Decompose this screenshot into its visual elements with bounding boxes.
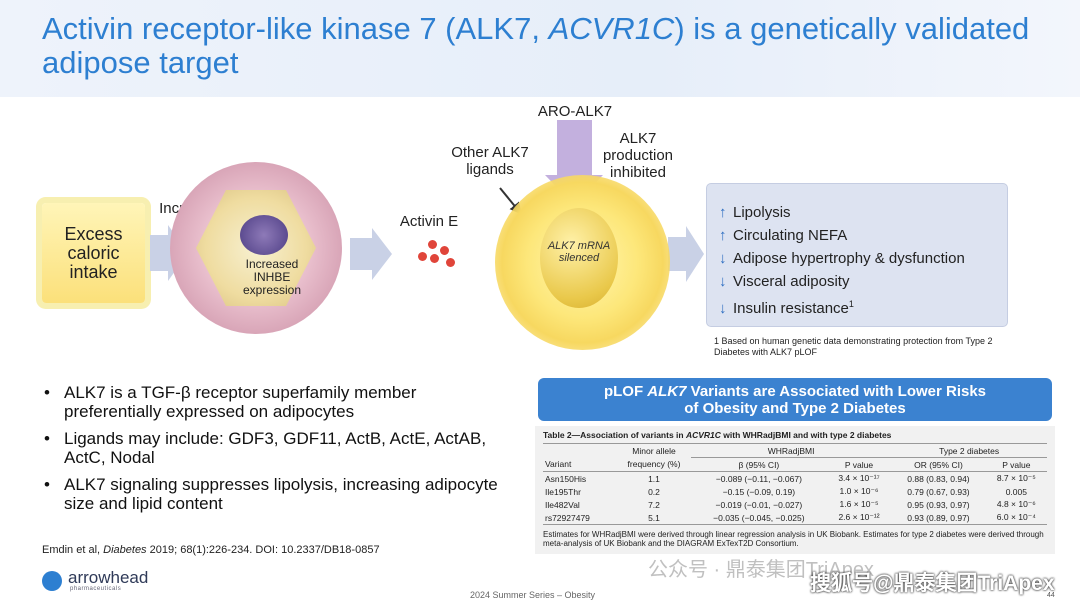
logo-name: arrowhead [68, 568, 149, 587]
footer-series: 2024 Summer Series – Obesity [470, 590, 596, 600]
effect-item: ↑Circulating NEFA [719, 224, 965, 247]
activin-e-label: Activin E [399, 213, 459, 230]
aro-alk7-label: ARO-ALK7 [537, 103, 613, 120]
silenced-cell [540, 208, 618, 308]
arrow-up-icon: ↑ [719, 227, 727, 244]
effect-item: ↑Lipolysis [719, 201, 965, 224]
bullet-list: ALK7 is a TGF-β receptor superfamily mem… [42, 383, 502, 521]
table-panel: Table 2—Association of variants in ACVR1… [535, 426, 1055, 554]
wechat-watermark: 公众号 · 鼎泰集团TriApex [648, 559, 874, 581]
cell-nucleus [240, 215, 288, 255]
other-ligands-label: Other ALK7 ligands [451, 144, 529, 178]
table-note: Estimates for WHRadjBMI were derived thr… [543, 530, 1044, 548]
table-group-header: Minor allele WHRadjBMI Type 2 diabetes [543, 443, 1047, 458]
effect-item: ↓Visceral adiposity [719, 270, 965, 293]
effects-footnote: 1 Based on human genetic data demonstrat… [714, 336, 993, 357]
arrowhead-logo-icon [42, 571, 62, 591]
logo-subtitle: pharmaceuticals [70, 586, 122, 592]
arrow-up-icon: ↑ [719, 204, 727, 221]
effects-box: ↑Lipolysis ↑Circulating NEFA ↓Adipose hy… [706, 183, 1008, 327]
arrow-down-icon: ↓ [719, 250, 727, 267]
effect-item: ↓Adipose hypertrophy & dysfunction [719, 247, 965, 270]
bullet-item: ALK7 is a TGF-β receptor superfamily mem… [42, 383, 502, 421]
bullet-item: ALK7 signaling suppresses lipolysis, inc… [42, 475, 502, 513]
flow-arrow-2 [350, 228, 392, 280]
production-inhibited-label: ALK7 production inhibited [602, 130, 674, 181]
slide-title: Activin receptor-like kinase 7 (ALK7, AC… [42, 11, 1030, 80]
bullet-item: Ligands may include: GDF3, GDF11, ActB, … [42, 429, 502, 467]
association-table: Minor allele WHRadjBMI Type 2 diabetes V… [543, 443, 1047, 525]
citation: Emdin et al, Diabetes 2019; 68(1):226-23… [42, 544, 380, 556]
table-title: Table 2—Association of variants in ACVR1… [543, 430, 892, 440]
effect-item: ↓Insulin resistance1 [719, 293, 965, 320]
excess-caloric-intake-box: Excess caloric intake [42, 203, 145, 303]
title-banner [0, 0, 1080, 97]
arrow-down-icon: ↓ [719, 273, 727, 290]
flow-arrow-3 [668, 226, 704, 282]
sohu-watermark: 搜狐号@鼎泰集团TriApex [810, 572, 1055, 595]
mrna-silenced-label: ALK7 mRNA silenced [547, 240, 611, 264]
variants-banner: pLOF ALK7 Variants are Associated with L… [538, 378, 1052, 421]
arrow-down-icon: ↓ [719, 300, 727, 317]
cell-label: Increased INHBE expression [242, 257, 302, 297]
flow-arrow-1 [150, 225, 188, 281]
page-number: 44 [1047, 592, 1055, 599]
